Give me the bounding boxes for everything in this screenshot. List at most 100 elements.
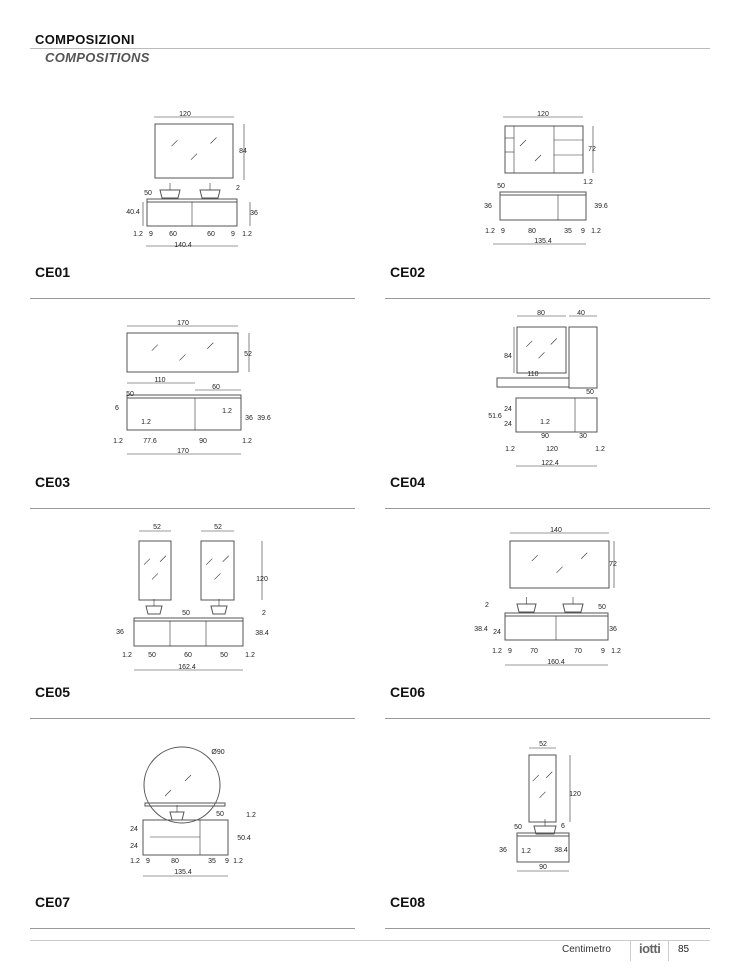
cabinet [516, 835, 570, 863]
composition-code: CE07 [35, 894, 71, 910]
dimension-label: 9 [146, 858, 150, 865]
shelf [496, 377, 570, 388]
dimension-label: 1.2 [485, 228, 495, 235]
mirror-glare [210, 137, 217, 144]
basin [210, 605, 228, 615]
divider [385, 718, 710, 719]
round-mirror [143, 746, 221, 824]
dimension-label: 1.2 [583, 179, 593, 186]
dimension-label: 1.2 [222, 408, 232, 415]
dimension-label: 24 [504, 406, 512, 413]
dimension-label: 35 [564, 228, 572, 235]
cabinet [515, 397, 598, 433]
mirror-glare [164, 789, 172, 797]
dimension-label: 120 [256, 576, 268, 583]
mirror-glare [581, 552, 588, 559]
page-number: 85 [678, 944, 690, 955]
mirror-glare [546, 771, 553, 778]
dimension-label: 80 [171, 858, 179, 865]
dimension-label: 60 [169, 231, 177, 238]
basin [562, 603, 584, 613]
dimension-label: 40 [577, 310, 585, 317]
dimension-label: 1.2 [246, 812, 256, 819]
mirror-glare [526, 340, 533, 348]
dimension-label: 30 [579, 433, 587, 440]
mirror [138, 540, 172, 601]
dimension-label: 80 [537, 310, 545, 317]
dimension-label: 52 [214, 524, 222, 531]
mirror [509, 540, 610, 589]
dimension-label: 140 [550, 527, 562, 534]
dimension-label: 120 [546, 446, 558, 453]
dimension-label: 84 [504, 353, 512, 360]
dimension-label: Ø90 [211, 749, 224, 756]
dimension-label: 24 [130, 826, 138, 833]
cabinet [499, 194, 587, 221]
dimension-label: 70 [530, 648, 538, 655]
basin [159, 189, 181, 199]
basin [169, 811, 185, 821]
dimension-label: 6 [115, 405, 119, 412]
basin [533, 825, 557, 835]
dimension-label: 1.2 [233, 858, 243, 865]
mirror-glare [143, 558, 151, 565]
composition-code: CE02 [390, 264, 426, 280]
dimension-label: 50 [598, 604, 606, 611]
mirror-glare [151, 344, 158, 351]
dimension-label: 39.6 [257, 415, 271, 422]
composition-code: CE06 [390, 684, 426, 700]
mirror-glare [159, 555, 167, 562]
divider [30, 508, 355, 509]
dimension-label: 40.4 [126, 209, 140, 216]
dimension-label: 1.2 [540, 419, 550, 426]
dimension-label: 50 [220, 652, 228, 659]
dimension-label: 1.2 [591, 228, 601, 235]
dimension-label: 110 [527, 371, 538, 378]
mirror-glare [556, 566, 563, 574]
dimension-label: 60 [212, 384, 220, 391]
cabinet [504, 615, 609, 641]
dimension-label: 1.2 [492, 648, 502, 655]
page-subtitle: COMPOSITIONS [45, 50, 150, 65]
page-title: COMPOSIZIONI [35, 32, 135, 47]
dimension-label: 60 [207, 231, 215, 238]
mirror-glare [214, 573, 221, 580]
unit-label: Centimetro [562, 944, 611, 955]
dimension-label: 50 [497, 183, 505, 190]
dimension-label: 50 [586, 389, 594, 396]
dimension-label: 162.4 [178, 664, 196, 671]
dimension-label: 50 [182, 610, 190, 617]
composition-code: CE08 [390, 894, 426, 910]
dimension-label: 1.2 [245, 652, 255, 659]
mirror-glare [532, 774, 539, 782]
dimension-label: 84 [239, 148, 247, 155]
title-divider [30, 48, 710, 49]
tall-cabinet [568, 326, 598, 389]
dimension-label: 24 [130, 843, 138, 850]
mirror-glare [184, 774, 192, 782]
dimension-label: 140.4 [174, 242, 192, 249]
mirror-glare [171, 139, 178, 147]
dimension-label: 170 [177, 320, 189, 327]
mirror [154, 123, 234, 179]
dimension-label: 36 [116, 629, 124, 636]
dimension-label: 24 [493, 629, 501, 636]
dimension-label: 2 [236, 185, 240, 192]
mirror [126, 332, 239, 373]
dimension-label: 52 [153, 524, 161, 531]
divider [30, 718, 355, 719]
mirror-glare [519, 139, 527, 147]
dimension-label: 39.6 [594, 203, 608, 210]
brand-logo: iotti [630, 941, 670, 961]
dimension-label: 80 [528, 228, 536, 235]
dimension-label: 120 [569, 791, 581, 798]
dimension-label: 50.4 [237, 835, 251, 842]
dimension-label: 72 [609, 561, 617, 568]
dimension-label: 60 [184, 652, 192, 659]
composition-code: CE04 [390, 474, 426, 490]
dimension-label: 36 [499, 847, 507, 854]
mirror-glare [531, 554, 538, 562]
dimension-label: 120 [179, 111, 191, 118]
dimension-label: 110 [154, 377, 165, 384]
dimension-label: 38.4 [255, 630, 269, 637]
